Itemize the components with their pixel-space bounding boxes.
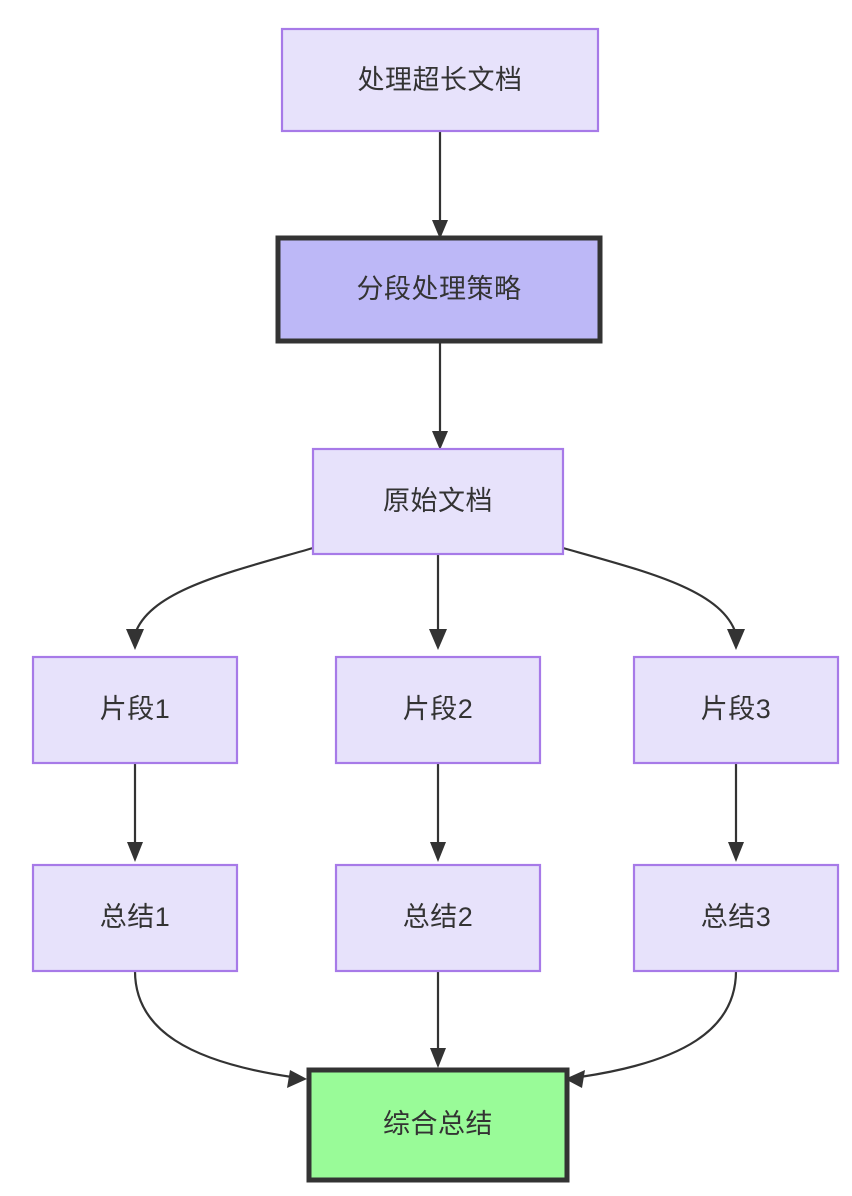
node-label-fragment-1: 片段1 — [100, 694, 171, 724]
edge-summary3-to-final — [565, 970, 738, 1088]
node-label-source-document: 原始文档 — [383, 486, 493, 516]
node-fragment-2[interactable]: 片段2 — [334, 655, 542, 765]
edge-source-to-fragment1 — [126, 546, 314, 650]
node-label-fragment-3: 片段3 — [701, 694, 772, 724]
edge-summary2-to-final — [430, 971, 446, 1068]
edge-summary1-to-final — [133, 970, 307, 1088]
node-fragment-3[interactable]: 片段3 — [632, 655, 840, 765]
node-summary-1[interactable]: 总结1 — [31, 863, 239, 973]
edge-fragment1-to-summary1 — [127, 763, 143, 862]
edge-source-to-fragment3 — [562, 546, 745, 650]
edge-layer — [126, 131, 745, 1088]
edge-fragment3-to-summary3 — [728, 763, 744, 862]
node-label-chunking-strategy: 分段处理策略 — [357, 274, 522, 304]
edge-strategy-to-source — [432, 341, 448, 450]
node-label-fragment-2: 片段2 — [403, 694, 474, 724]
node-source-document[interactable]: 原始文档 — [311, 447, 565, 556]
node-process-long-document[interactable]: 处理超长文档 — [280, 27, 600, 133]
node-summary-2[interactable]: 总结2 — [334, 863, 542, 973]
node-summary-3[interactable]: 总结3 — [632, 863, 840, 973]
node-chunking-strategy[interactable]: 分段处理策略 — [275, 235, 603, 344]
node-label-summary-1: 总结1 — [100, 902, 171, 932]
edge-process-to-strategy — [432, 131, 448, 239]
node-label-summary-3: 总结3 — [701, 902, 772, 932]
edge-fragment2-to-summary2 — [430, 763, 446, 862]
node-fragment-1[interactable]: 片段1 — [31, 655, 239, 765]
node-comprehensive-summary[interactable]: 综合总结 — [306, 1067, 570, 1183]
edge-source-to-fragment2 — [429, 554, 447, 650]
node-label-comprehensive-summary: 综合总结 — [383, 1109, 493, 1139]
node-layer: 处理超长文档 分段处理策略 原始文档 片段1 片段2 片段3 — [31, 27, 840, 1183]
node-label-process-long-document: 处理超长文档 — [358, 65, 523, 95]
node-label-summary-2: 总结2 — [403, 902, 474, 932]
